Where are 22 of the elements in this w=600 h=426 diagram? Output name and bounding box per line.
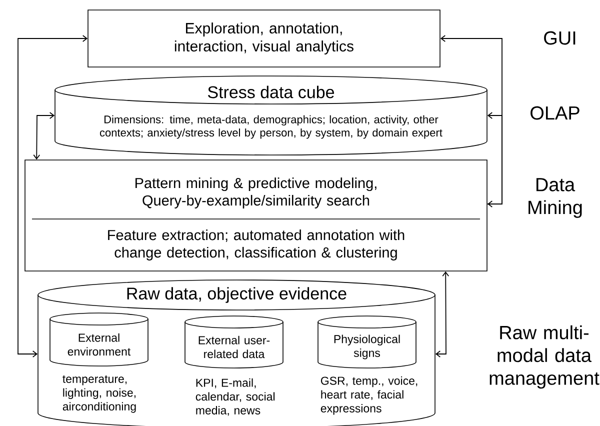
- process-box: Pattern mining & predictive modeling, Query-by-example/similarity search Feature extraction; automated annotation with change detection, classification & clustering: [24, 160, 488, 272]
- caption-text: temperature, lighting, noise, airconditioning: [62, 375, 136, 413]
- node-label: Physiological signs: [334, 334, 400, 360]
- node-label: External user-related data: [198, 336, 270, 358]
- arrow: [18, 35, 88, 358]
- node-label: External environment: [68, 333, 131, 356]
- layer-label: GUI: [544, 31, 576, 45]
- arrow: [486, 112, 502, 204]
- arrow: [33, 112, 55, 160]
- database-cylinder: External user-related data: [184, 316, 284, 368]
- arrow: [435, 271, 450, 358]
- process-box: Exploration, annotation, interaction, visual analytics: [88, 10, 440, 68]
- layer-label: OLAP: [530, 106, 580, 120]
- arrow: [440, 35, 502, 208]
- layer-label: Data Mining: [528, 178, 582, 218]
- caption-text: GSR, temp., voice, heart rate, facial expressions: [320, 376, 418, 415]
- database-cylinder: Physiological signs: [318, 316, 416, 368]
- layer-label: Raw multi-modal data management: [490, 325, 600, 389]
- database-cylinder: External environment: [50, 312, 148, 366]
- database-cylinder: Stress data cube Dimensions: time, meta-data, demographics; location, activity, other contexts; anxiety/stress level by person, by system, by domain expert: [54, 76, 488, 156]
- node-label: Dimensions: time, meta-data, demographics; location, activity, other contexts; anxiety/stress level by person, by system, by domain expert: [100, 115, 442, 139]
- caption-text: KPI, E-mail, calendar, social media, news: [196, 378, 275, 416]
